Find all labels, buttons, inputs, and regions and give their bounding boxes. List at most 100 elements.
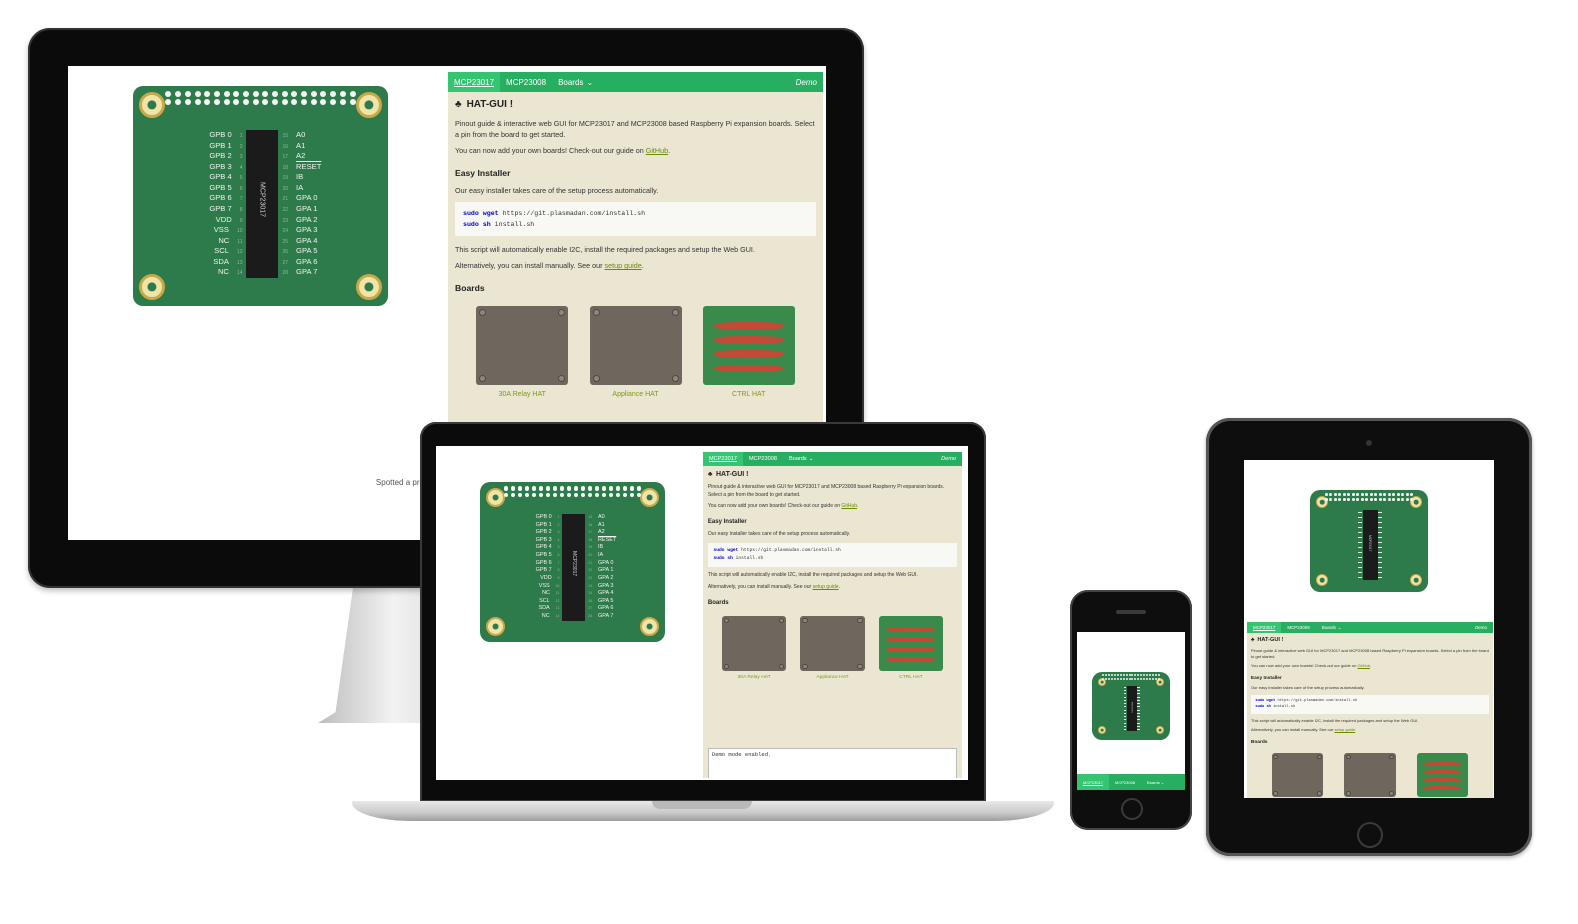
gpio-header-pin[interactable] bbox=[223, 99, 230, 106]
gpio-header-pin[interactable] bbox=[1158, 674, 1161, 677]
gpio-header-pin[interactable] bbox=[580, 492, 586, 497]
board-tile[interactable] bbox=[1344, 752, 1396, 798]
gpio-header-pin[interactable] bbox=[538, 486, 543, 491]
board-tile-label[interactable]: CTRL HAT bbox=[899, 674, 923, 680]
gpio-header-pin[interactable] bbox=[272, 91, 279, 98]
pin-stub-left[interactable] bbox=[1123, 722, 1127, 724]
pin-stub-left[interactable] bbox=[1123, 709, 1127, 711]
gpio-header-pin[interactable] bbox=[194, 99, 201, 106]
gpio-header-pin[interactable] bbox=[262, 99, 269, 106]
gpio-header-pin[interactable] bbox=[1119, 674, 1122, 677]
gpio-header-pin[interactable] bbox=[233, 99, 240, 106]
gpio-header-pin[interactable] bbox=[1387, 493, 1391, 496]
gpio-header-pin[interactable] bbox=[1152, 678, 1155, 681]
board-tile[interactable] bbox=[1416, 752, 1469, 798]
pin-stub-right[interactable] bbox=[1137, 719, 1140, 721]
pin-stub-right[interactable] bbox=[1137, 722, 1140, 724]
tab-mcp23017[interactable]: MCP23017 bbox=[703, 452, 743, 466]
gpio-header-pin[interactable] bbox=[1383, 493, 1387, 496]
pin-stub-left[interactable] bbox=[1123, 686, 1127, 688]
gpio-header-pin[interactable] bbox=[242, 99, 249, 106]
pin-stub-left[interactable] bbox=[1357, 546, 1362, 548]
gpio-header-pin[interactable] bbox=[503, 486, 508, 491]
gpio-header-pin[interactable] bbox=[524, 492, 529, 497]
gpio-header-pin[interactable] bbox=[1405, 497, 1409, 501]
gpio-header-pin[interactable] bbox=[1351, 493, 1355, 496]
gpio-header-pin[interactable] bbox=[1392, 493, 1396, 496]
gpio-header-pin[interactable] bbox=[1324, 497, 1328, 501]
tab-mcp23017[interactable]: MCP23017 bbox=[1077, 774, 1110, 790]
gpio-header-pin[interactable] bbox=[510, 492, 515, 497]
pin-stub-left[interactable] bbox=[1357, 551, 1362, 553]
boards-menu[interactable]: Boards ⌄ bbox=[1141, 774, 1170, 790]
pin-stub-left[interactable] bbox=[1357, 526, 1362, 528]
pin-stub-right[interactable] bbox=[1378, 531, 1383, 533]
gpio-header-pin[interactable] bbox=[517, 492, 522, 497]
pin-stub-right[interactable] bbox=[1378, 571, 1383, 573]
gpio-header-pin[interactable] bbox=[204, 91, 211, 98]
gpio-header-pin[interactable] bbox=[1122, 674, 1125, 677]
gpio-header-pin[interactable] bbox=[213, 99, 220, 106]
pin-stub-right[interactable] bbox=[1378, 566, 1383, 568]
gpio-header-pin[interactable] bbox=[1392, 497, 1396, 501]
gpio-header-pin[interactable] bbox=[559, 492, 565, 497]
gpio-header-pin[interactable] bbox=[1329, 497, 1333, 501]
gpio-header-pin[interactable] bbox=[175, 99, 182, 106]
gpio-header-pin[interactable] bbox=[204, 99, 211, 106]
gpio-header-pin[interactable] bbox=[1113, 674, 1116, 677]
gpio-header-pin[interactable] bbox=[545, 492, 551, 497]
gpio-header-pin[interactable] bbox=[1143, 678, 1146, 681]
gpio-header-pin[interactable] bbox=[1110, 678, 1113, 681]
pin-stub-right[interactable] bbox=[1137, 703, 1140, 705]
gpio-header-pin[interactable] bbox=[1128, 678, 1131, 681]
board-tile-label[interactable]: Appliance HAT bbox=[612, 391, 659, 399]
pin-stub-right[interactable] bbox=[1378, 561, 1383, 563]
gpio-header-pin[interactable] bbox=[637, 486, 642, 491]
pin-stub-right[interactable] bbox=[1137, 706, 1140, 708]
gpio-header-pin[interactable] bbox=[1107, 678, 1110, 681]
gpio-header-pin[interactable] bbox=[637, 492, 642, 497]
gpio-header-pin[interactable] bbox=[1369, 497, 1373, 501]
gpio-header-pin[interactable] bbox=[1342, 497, 1346, 501]
pin-stub-right[interactable] bbox=[1378, 576, 1383, 578]
pin-stub-left[interactable] bbox=[1123, 699, 1127, 701]
boards-menu[interactable]: Boards⌄ bbox=[552, 72, 599, 92]
boards-menu[interactable]: Boards⌄ bbox=[783, 452, 820, 466]
tab-mcp23017[interactable]: MCP23017 bbox=[1247, 622, 1282, 634]
gpio-header-pin[interactable] bbox=[1338, 493, 1342, 496]
gpio-header-pin[interactable] bbox=[320, 91, 327, 98]
setup-guide-link[interactable]: setup guide bbox=[812, 583, 839, 590]
boards-menu[interactable]: Boards⌄ bbox=[1316, 622, 1348, 633]
gpio-header-pin[interactable] bbox=[1101, 674, 1104, 677]
gpio-header-pin[interactable] bbox=[1405, 493, 1409, 496]
board-tile[interactable] bbox=[702, 306, 795, 386]
gpio-header-pin[interactable] bbox=[1387, 497, 1391, 501]
gpio-header-pin[interactable] bbox=[1365, 493, 1369, 496]
gpio-header-pin[interactable] bbox=[1140, 674, 1143, 677]
gpio-header-pin[interactable] bbox=[184, 91, 191, 98]
gpio-header-pin[interactable] bbox=[545, 486, 551, 491]
gpio-header-pin[interactable] bbox=[1119, 678, 1122, 681]
gpio-header-pin[interactable] bbox=[587, 492, 593, 497]
gpio-header-pin[interactable] bbox=[1333, 493, 1337, 496]
tab-mcp23008[interactable]: MCP23008 bbox=[1287, 625, 1310, 631]
gpio-header-pin[interactable] bbox=[349, 99, 356, 106]
